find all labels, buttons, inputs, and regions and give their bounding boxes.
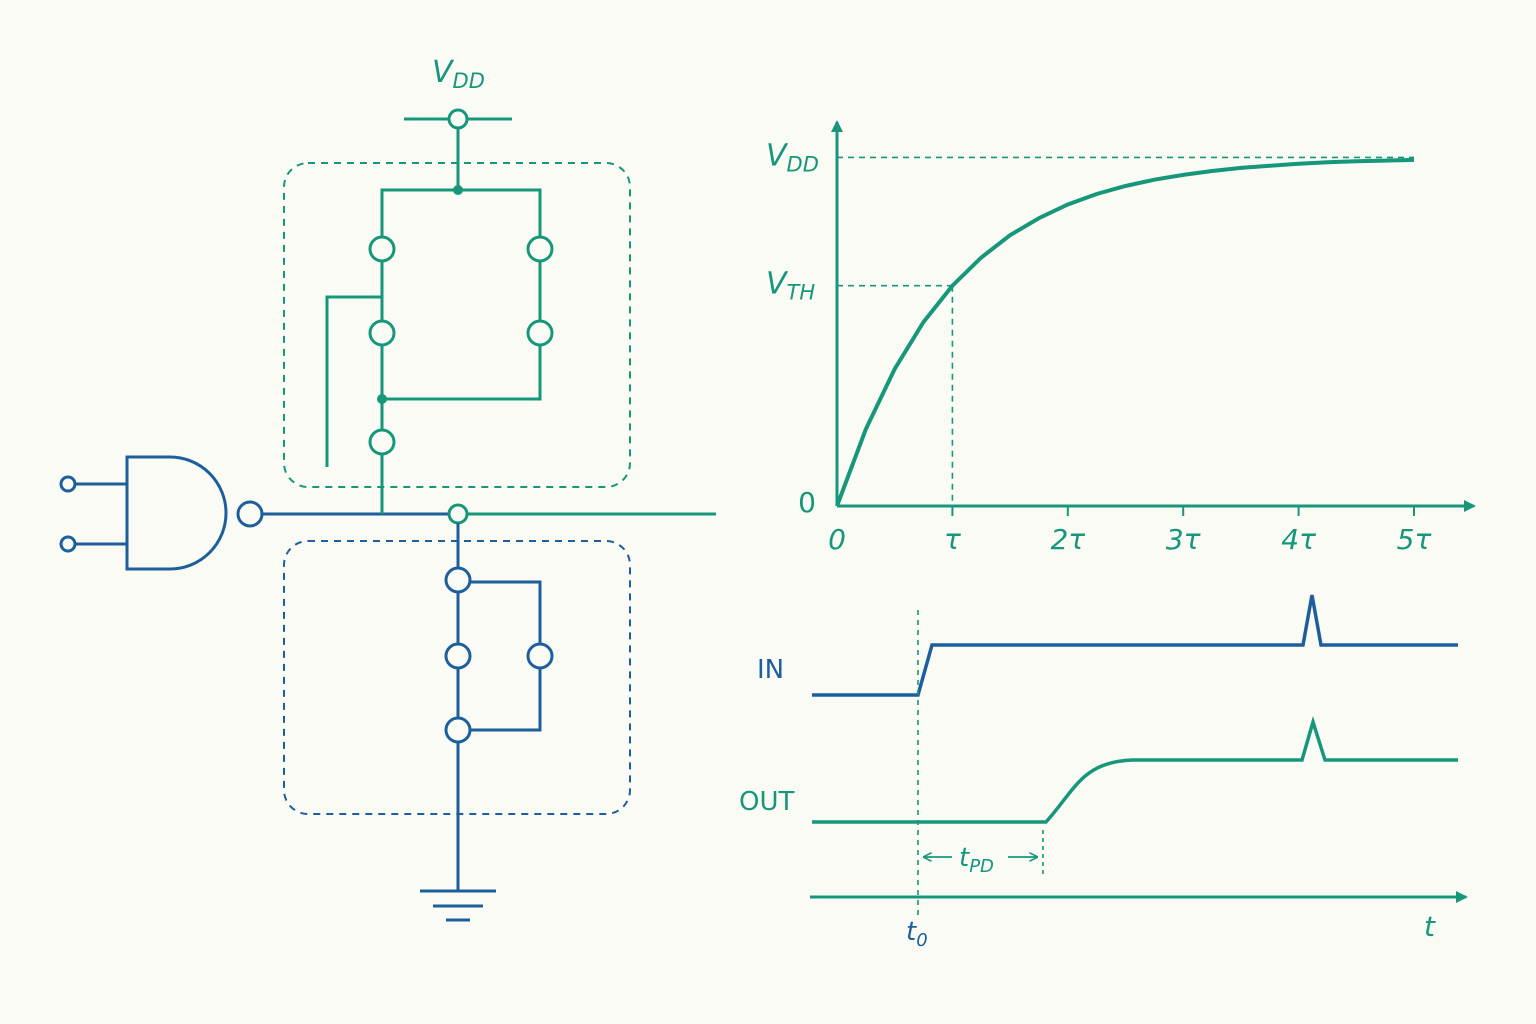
out-signal-label: OUT: [739, 787, 794, 817]
ground-symbol: [420, 889, 496, 922]
tpd-label: tPD: [959, 843, 994, 877]
pull-down-network: [444, 566, 554, 890]
tick-labels: 0 τ 2τ 3τ 4τ 5τ 0 VTH VDD: [766, 138, 1431, 556]
transistor-node: [526, 642, 554, 670]
rc-chart: 0 τ 2τ 3τ 4τ 5τ 0 VTH VDD: [766, 120, 1476, 556]
inverter-bubble: [236, 500, 264, 528]
pull-up-network-box: [283, 162, 631, 488]
transistor-node: [368, 235, 396, 263]
y-tick-label-zero: 0: [798, 486, 816, 519]
junction-dot: [453, 185, 463, 195]
transistor-node: [368, 428, 396, 456]
x-tick-label: 2τ: [1050, 523, 1085, 556]
x-tick-label: 5τ: [1397, 523, 1432, 556]
cmos-schematic: VDD: [59, 55, 716, 922]
transistor-node: [368, 319, 396, 347]
vdd-label: VDD: [432, 55, 485, 93]
transistor-node: [526, 319, 554, 347]
vdd-supply: VDD: [404, 55, 512, 190]
input-terminal: [59, 475, 77, 493]
in-signal-label: IN: [757, 655, 784, 685]
timing-diagram: IN OUT tPD t0 t: [739, 594, 1468, 951]
t0-label: t0: [906, 917, 928, 951]
time-axis-label: t: [1424, 910, 1436, 943]
x-tick-label: τ: [944, 523, 961, 556]
threshold-guides: [837, 156, 1414, 514]
charging-curve: [835, 157, 1415, 507]
transistor-node: [444, 642, 472, 670]
tick-marks: [951, 506, 1415, 516]
y-tick-label-dd: VDD: [766, 138, 819, 176]
transistor-node: [526, 235, 554, 263]
transistor-node: [444, 716, 472, 744]
y-tick-label-th: VTH: [766, 267, 815, 305]
input-terminal: [59, 535, 77, 553]
in-waveform: [812, 594, 1458, 697]
x-tick-label: 3τ: [1166, 523, 1201, 556]
output-node: [380, 487, 716, 568]
x-tick-label: 0: [828, 523, 846, 556]
nand-gate: [59, 455, 448, 571]
out-waveform: [812, 715, 1458, 824]
x-tick-label: 4τ: [1281, 523, 1316, 556]
pull-up-network: [325, 185, 554, 487]
transistor-node: [444, 566, 472, 594]
